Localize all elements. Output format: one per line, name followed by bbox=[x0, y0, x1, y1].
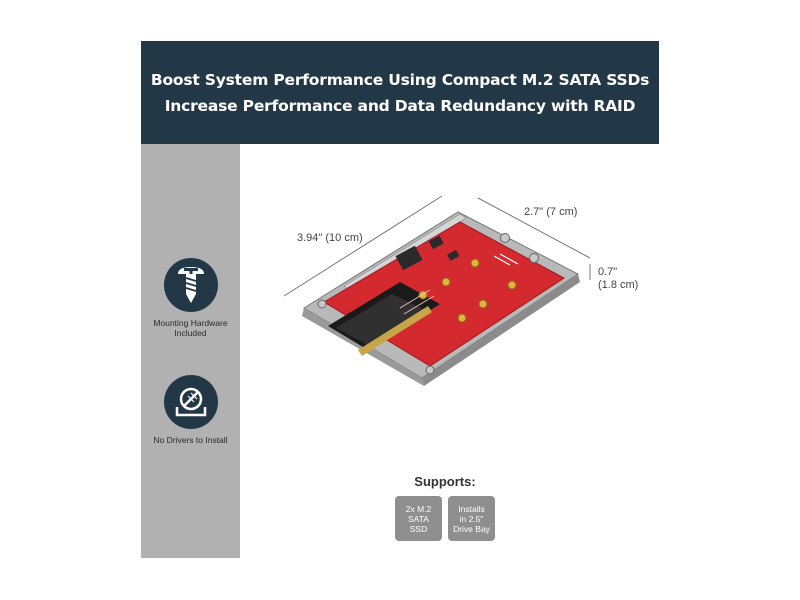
dimension-length: 3.94" (10 cm) bbox=[297, 232, 363, 244]
supports-title: Supports: bbox=[414, 474, 476, 489]
banner-title-line-2: Increase Performance and Data Redundancy… bbox=[164, 96, 636, 115]
feature-mounting-hardware: Mounting Hardware Included bbox=[141, 258, 240, 338]
feature-label: Mounting Hardware Included bbox=[153, 318, 228, 338]
screw-icon bbox=[163, 258, 218, 312]
banner-title-line-1: Boost System Performance Using Compact M… bbox=[150, 70, 650, 89]
feature-no-drivers: No Drivers to Install bbox=[141, 375, 240, 445]
badge-drive-bay: Installs in 2.5" Drive Bay bbox=[448, 496, 495, 541]
dimension-height: 0.7" (1.8 cm) bbox=[598, 266, 639, 291]
badge-m2-sata: 2x M.2 SATA SSD bbox=[395, 496, 442, 541]
m2-adapter-image bbox=[302, 211, 580, 386]
header-banner: Boost System Performance Using Compact M… bbox=[141, 41, 659, 144]
no-driver-icon bbox=[163, 375, 218, 429]
dimension-width: 2.7" (7 cm) bbox=[524, 206, 578, 218]
feature-sidebar: Mounting Hardware Included No Drivers to… bbox=[141, 144, 240, 558]
feature-label: No Drivers to Install bbox=[153, 435, 228, 445]
